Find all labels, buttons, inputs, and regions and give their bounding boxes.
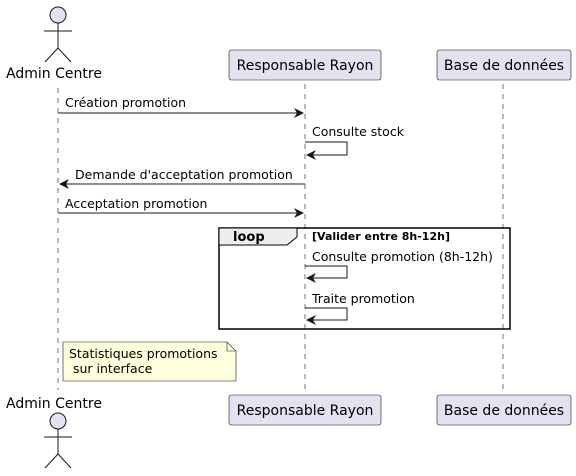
- message-consulte-promotion: Consulte promotion (8h-12h): [305, 249, 493, 283]
- note-statistiques: Statistiques promotions sur interface: [62, 341, 237, 382]
- actor-admin-bottom-label: Admin Centre: [6, 396, 102, 412]
- message-traite-promotion: Traite promotion: [305, 291, 415, 325]
- participant-rayon-bottom-label: Responsable Rayon: [237, 403, 374, 419]
- message-acceptation-promotion: Acceptation promotion: [58, 196, 304, 218]
- message-label: Acceptation promotion: [65, 196, 207, 211]
- participant-rayon-bottom: Responsable Rayon: [228, 394, 382, 426]
- participant-db-top-label: Base de données: [444, 58, 564, 74]
- actor-head-icon: [49, 412, 67, 430]
- actor-admin-bottom: Admin Centre: [6, 396, 102, 469]
- participant-rayon-top: Responsable Rayon: [228, 49, 382, 81]
- loop-fragment: loop [Valider entre 8h-12h]: [218, 227, 511, 330]
- participant-db-bottom: Base de données: [436, 394, 572, 426]
- message-label: Traite promotion: [311, 291, 415, 306]
- loop-keyword: loop: [233, 230, 265, 245]
- actor-head-icon: [49, 6, 67, 24]
- message-label: Consulte stock: [312, 124, 405, 139]
- message-creation-promotion: Création promotion: [58, 95, 304, 118]
- loop-guard: [Valider entre 8h-12h]: [312, 230, 450, 243]
- message-label: Consulte promotion (8h-12h): [312, 249, 493, 264]
- message-consulte-stock: Consulte stock: [305, 124, 405, 160]
- participant-rayon-top-label: Responsable Rayon: [237, 58, 374, 74]
- participant-db-bottom-label: Base de données: [444, 403, 564, 419]
- message-label: Création promotion: [65, 95, 186, 110]
- note-line-1: Statistiques promotions: [69, 346, 218, 361]
- message-label: Demande d'acceptation promotion: [75, 167, 293, 182]
- actor-admin-top-label: Admin Centre: [6, 66, 102, 82]
- note-line-2: sur interface: [69, 361, 153, 376]
- actor-admin-top: Admin Centre: [6, 6, 102, 82]
- message-demande-acceptation: Demande d'acceptation promotion: [59, 167, 305, 189]
- participant-db-top: Base de données: [436, 49, 572, 81]
